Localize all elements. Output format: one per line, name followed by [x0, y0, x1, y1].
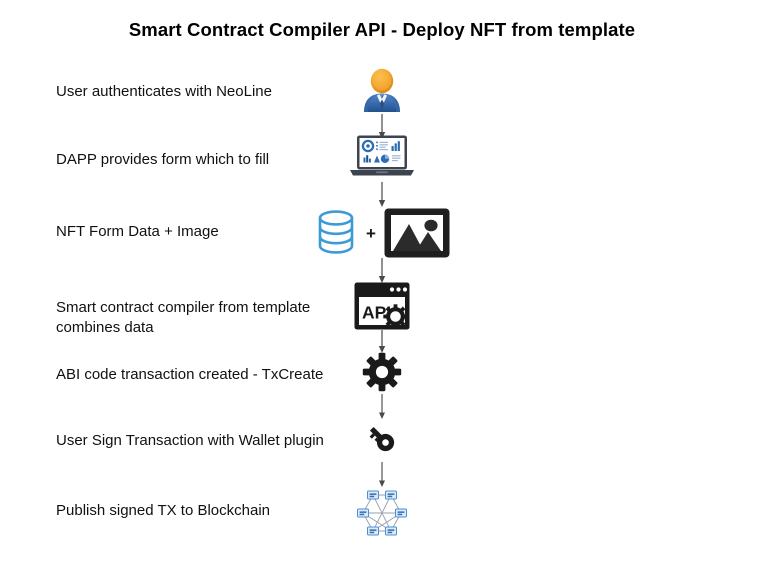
- step-label-7: Publish signed TX to Blockchain: [56, 502, 271, 519]
- user-avatar-icon-cell: [0, 66, 764, 114]
- step-label-4: Smart contract compiler from template co…: [56, 299, 311, 336]
- step-row-7: Publish signed TX to Blockchain: [0, 501, 764, 537]
- step-row-6: User Sign Transaction with Wallet plugin: [0, 431, 764, 467]
- data-image-combo: +: [313, 207, 451, 259]
- gear-icon-cell: [0, 352, 764, 392]
- api-window-icon: API: [354, 282, 410, 330]
- step-row-2: DAPP provides form which to fill: [0, 150, 764, 186]
- user-avatar-icon: [364, 68, 400, 112]
- blockchain-network-icon-cell: [0, 487, 764, 539]
- database-plus-image-icon-cell: +: [0, 204, 764, 262]
- step-label-5: ABI code transaction created - TxCreate: [56, 366, 324, 383]
- key-icon: [369, 427, 395, 452]
- laptop-dashboard-icon-cell: [0, 133, 764, 181]
- step-row-3: NFT Form Data + Image: [0, 222, 764, 258]
- step-label-2: DAPP provides form which to fill: [56, 151, 270, 168]
- step-label-1: User authenticates with NeoLine: [56, 83, 272, 100]
- blockchain-network-icon: [357, 490, 407, 536]
- image-icon: [384, 208, 450, 258]
- database-icon: [318, 210, 354, 254]
- gear-icon: [362, 352, 402, 392]
- step-label-6: User Sign Transaction with Wallet plugin: [56, 432, 324, 449]
- plus-symbol: +: [366, 223, 376, 243]
- laptop-dashboard-icon: [350, 135, 414, 176]
- api-window-icon-cell: API: [0, 281, 764, 331]
- step-row-5: ABI code transaction created - TxCreate: [0, 365, 764, 401]
- key-icon-cell: [0, 420, 764, 458]
- step-row-1: User authenticates with NeoLine: [0, 80, 764, 116]
- step-label-3: NFT Form Data + Image: [56, 223, 219, 240]
- page-title: Smart Contract Compiler API - Deploy NFT…: [128, 19, 636, 40]
- step-row-4: Smart contract compiler from template co…: [0, 298, 764, 340]
